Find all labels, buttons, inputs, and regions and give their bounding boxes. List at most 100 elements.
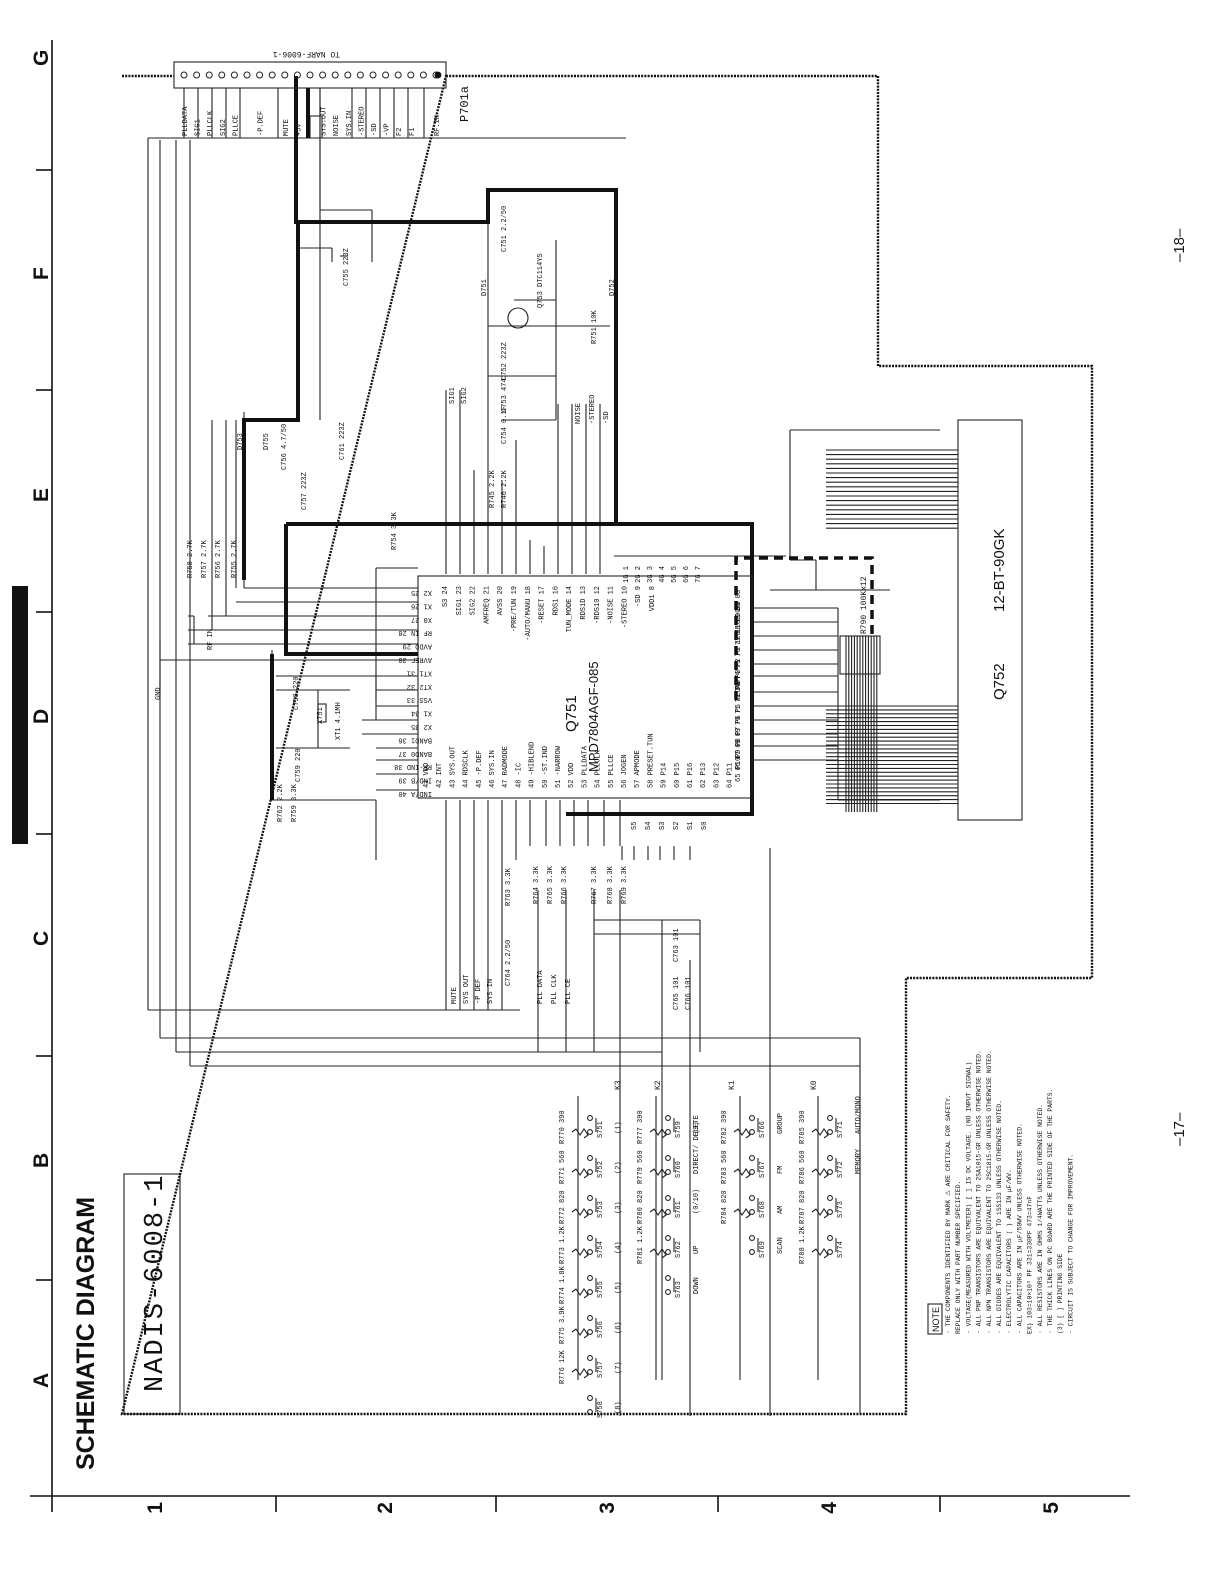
grid-col-label-4: 4	[818, 1502, 841, 1514]
ic-pin-label: 72 P4	[735, 681, 743, 702]
key-resistor-label: R788 1.2K	[799, 1225, 807, 1264]
component-label: C751 2.2/50	[501, 206, 509, 252]
connector-pin	[419, 71, 427, 79]
ic-pin-label: 71 VLOAD	[735, 680, 743, 714]
ic-pin-label: IND/A 40	[398, 789, 432, 797]
component-label: R759 3.3K	[291, 783, 299, 822]
ic-pin-label: 43 SYS.OUT	[449, 746, 457, 788]
key-resistor	[571, 1368, 589, 1379]
key-resistor-label: R782 390	[721, 1110, 729, 1144]
net-label: S1	[687, 822, 695, 830]
ic-pin-label: AVREF 30	[398, 655, 432, 663]
key-resistor-label: R775 3.9K	[559, 1305, 567, 1344]
key-switch-contact	[665, 1209, 671, 1215]
connector-pin-label: PLLCE	[232, 115, 240, 136]
key-switch-contact	[587, 1129, 593, 1135]
component-label: C761 223Z	[339, 422, 347, 460]
ic-pin-label: X2 25	[411, 588, 432, 596]
key-switch-contact	[749, 1235, 755, 1241]
key-switch-contact	[587, 1249, 593, 1255]
key-resistor	[811, 1128, 829, 1139]
key-resistor-label: R770 390	[559, 1110, 567, 1144]
net-label: MUTE	[451, 987, 459, 1004]
ic-pin-label: 56 JOGEN	[621, 754, 629, 788]
note-line: · ALL NPN TRANSISTORS ARE EQUIVALENT TO …	[986, 1050, 993, 1334]
key-switch-contact	[587, 1195, 593, 1201]
ic-pin-label: 57 APMODE	[634, 750, 642, 788]
key-switch-label: S761	[675, 1201, 683, 1218]
component-label: C766 101	[685, 976, 693, 1010]
connector-title: TO NARF-6006-1	[273, 49, 340, 58]
ic-pin-label: -SD 9	[635, 586, 643, 607]
connector-pin-label: MUTE	[283, 119, 291, 136]
key-switch-contact	[665, 1195, 671, 1201]
ic-pin-label: -STEREO 10	[621, 586, 629, 628]
connector-pin-label: F1	[409, 128, 417, 136]
ic-pin-label: 66 P9	[735, 750, 743, 771]
key-switch-contact	[587, 1315, 593, 1321]
thin-wiring	[147, 88, 940, 1416]
ic-pin-label: 69 P6	[735, 715, 743, 736]
model-title: NADIS-6008-1	[141, 1174, 171, 1392]
note-block: NOTE · THE COMPONENTS IDENTIFIED BY MARK…	[927, 1050, 1074, 1335]
key-switch-contact	[827, 1129, 833, 1135]
connector-pin-label: -SD	[371, 123, 379, 136]
ic-pin-label: IND/B 39	[398, 776, 432, 784]
key-function-label: (3)	[615, 1201, 623, 1214]
grid-row-label-f: F	[30, 267, 53, 280]
net-label: D753	[237, 433, 245, 450]
connector-pin-label: RF.IN	[434, 115, 442, 136]
component-label: D752	[609, 279, 617, 296]
key-switch-contact	[749, 1155, 755, 1161]
key-switch-contact	[587, 1209, 593, 1215]
ic-pin-label: S3 24	[442, 586, 450, 607]
ic-pin-label: SIG2 22	[470, 586, 478, 615]
note-line: REPLACE ONLY WITH PART NUMBER SPECIFIED.	[955, 1181, 962, 1334]
note-line: · ALL PNP TRANSISTORS ARE EQUIVALENT TO …	[976, 1050, 983, 1334]
key-switch-label: S766	[759, 1121, 767, 1138]
display-ref: Q752	[991, 663, 1008, 700]
note-heading: NOTE	[931, 1307, 941, 1332]
key-switch-contact	[587, 1235, 593, 1241]
crystal-x751	[317, 703, 327, 723]
connector-pin-label: -P.DEF	[258, 111, 266, 136]
component-label: C752 223Z	[501, 342, 509, 380]
key-switch-label: S767	[759, 1161, 767, 1178]
ic-pin-label: 42 INT	[436, 763, 444, 788]
ic-pin-label: 75 P1	[735, 647, 743, 668]
note-line: EX) 103=10×10³ PF 331=330PF 473=47nF	[1027, 1196, 1034, 1334]
key-resistor-label: R781 1.2K	[637, 1225, 645, 1264]
key-switch-contact	[587, 1169, 593, 1175]
key-line-label: K2	[654, 1080, 663, 1090]
grid-row-label-g: G	[30, 50, 53, 66]
key-function-label: DOWN	[693, 1277, 701, 1294]
key-switch-label: S756	[597, 1321, 605, 1338]
connector-pin	[382, 71, 390, 79]
component-label: C757 223Z	[301, 472, 309, 510]
ic-pin-label: XT1 31	[407, 668, 432, 676]
note-line: · ELECTROLYTIC CAPACITORS ( ) ARE IN μF/…	[1006, 1169, 1013, 1334]
net-label: S4	[645, 822, 653, 830]
ic-pin-label: 63 P12	[713, 763, 721, 788]
key-switch-label: S754	[597, 1241, 605, 1258]
net-label: S0	[701, 822, 709, 830]
component-label: C756 4.7/50	[281, 424, 289, 470]
key-switch-contact	[587, 1289, 593, 1295]
key-switch-label: S768	[759, 1201, 767, 1218]
key-switch-label: S753	[597, 1201, 605, 1218]
connector-pin	[344, 71, 352, 79]
component-label: C765 101	[673, 976, 681, 1010]
key-switch-label: S758	[597, 1401, 605, 1418]
key-switch-contact	[587, 1115, 593, 1121]
net-label: NOISE	[575, 403, 583, 424]
key-resistor-label: R772 820	[559, 1190, 567, 1224]
key-resistor	[733, 1128, 751, 1139]
component-label: C755 223Z	[343, 248, 351, 286]
key-switch-contact	[827, 1155, 833, 1161]
component-label: C754 0.1F	[501, 406, 509, 444]
net-label: PLL CLK	[551, 974, 559, 1004]
key-resistor	[571, 1328, 589, 1339]
connector-pin-label: PLLCLK	[207, 110, 215, 136]
note-line: · VOLTAGE(MEASURED WITH VOLTMETER) [ ] I…	[965, 1062, 972, 1334]
